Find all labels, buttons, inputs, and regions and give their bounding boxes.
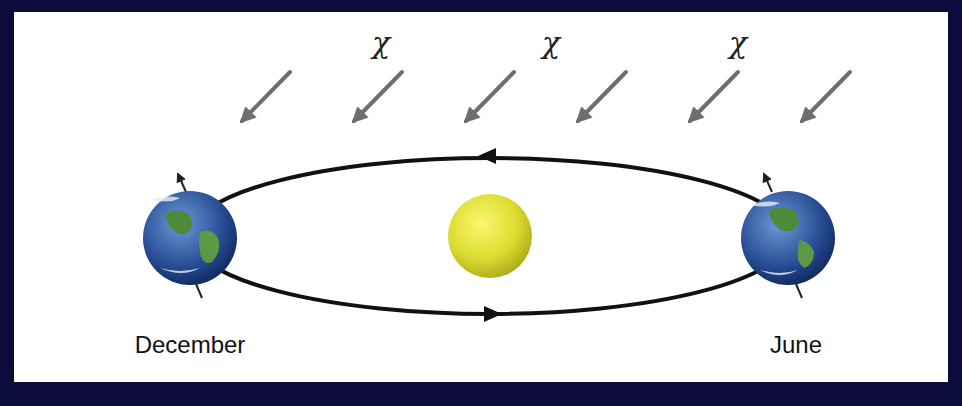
orbit-arrow [484,306,502,322]
particle-symbol: χ [372,28,390,58]
particle-symbol: χ [542,28,560,58]
orbit-arrow [478,148,496,164]
month-label: June [770,333,822,357]
month-label: December [135,333,246,357]
earth-june [741,174,835,298]
particle-arrows [242,72,850,121]
background-panel [14,12,948,382]
earth-orbit [190,158,790,314]
sun [448,194,532,278]
earth-december [143,174,237,298]
particle-symbol: χ [729,28,747,58]
